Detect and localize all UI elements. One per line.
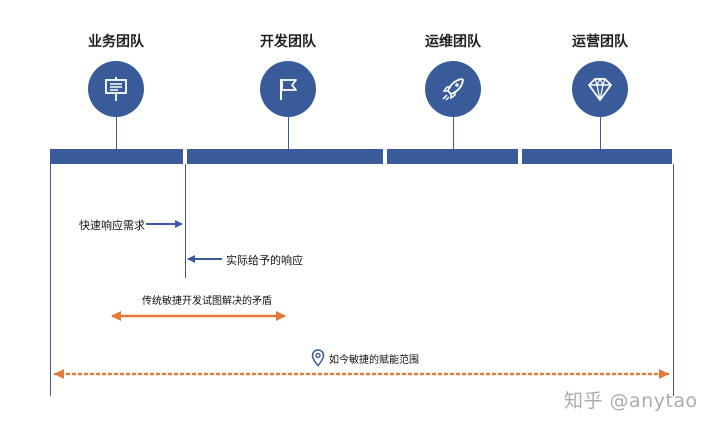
actual-response-label: 实际给予的响应 [226,254,303,267]
bar-segment-business [50,149,183,164]
connector-marketing-ops [600,117,601,149]
team-circle-development [260,61,316,117]
right-boundary-line [673,164,674,396]
business-dev-boundary-line [185,164,186,278]
empowerment-scope-label: 如今敏捷的赋能范围 [329,355,419,366]
team-title-operations: 运维团队 [425,34,481,50]
rocket-icon [442,78,464,101]
connector-operations [453,117,454,149]
bar-segment-marketing-ops [522,149,672,164]
team-title-marketing-ops: 运营团队 [572,34,628,50]
traditional-conflict-label: 传统敏捷开发试图解决的矛盾 [142,296,272,307]
team-circle-marketing-ops [572,61,628,117]
watermark: 知乎 @anytao [564,390,698,412]
connector-business [116,117,117,149]
signboard-icon [105,77,127,101]
flag-icon [280,79,297,100]
location-pin-icon [311,349,327,367]
connector-development [288,117,289,149]
fast-response-label: 快速响应需求 [79,219,145,232]
diamond-icon [588,77,612,101]
team-circle-business [88,61,144,117]
team-title-development: 开发团队 [260,34,316,50]
team-title-business: 业务团队 [88,34,144,50]
team-circle-operations [425,61,481,117]
bar-segment-development [187,149,383,164]
bar-segment-operations [387,149,518,164]
left-boundary-line [50,164,51,396]
